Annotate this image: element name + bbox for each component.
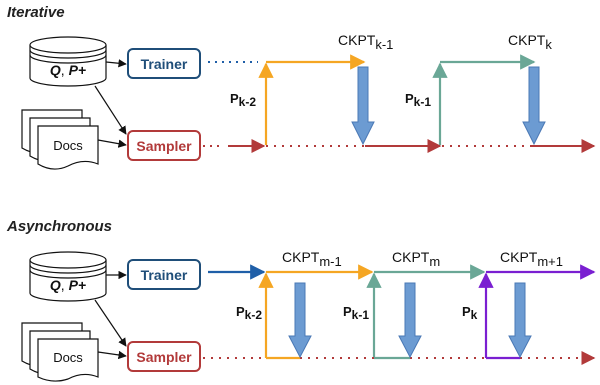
- arrow-db-to-trainer-iterative: [105, 59, 127, 68]
- ckpt-label-async-1: CKPTm-1: [282, 249, 342, 269]
- checkpoint-down-arrow-async-1: [288, 282, 312, 359]
- ckpt-label-iterative-1: CKPTk-1: [338, 32, 393, 52]
- database-label-async: Q, P+: [50, 277, 86, 293]
- docs-icon-iterative: [21, 109, 99, 170]
- p-label-async-3: Pk: [462, 304, 478, 322]
- sampler-box-async: [127, 341, 201, 372]
- trainer-label-async: Trainer: [141, 267, 188, 283]
- checkpoint-down-arrow-async-2: [398, 282, 422, 359]
- docs-label-async: Docs: [53, 350, 83, 365]
- p-label-iterative-1: Pk-2: [230, 91, 256, 109]
- ckpt-label-async-2: CKPTm: [392, 249, 440, 269]
- p-label-async-1: Pk-2: [236, 304, 262, 322]
- trainer-box-async: [127, 259, 201, 290]
- arrow-docs-to-sampler-async: [97, 350, 127, 360]
- database-label-iterative: Q, P+: [50, 62, 86, 78]
- checkpoint-down-arrow-async-3: [508, 282, 532, 359]
- docs-label-iterative: Docs: [53, 138, 83, 153]
- sampler-label-iterative: Sampler: [136, 138, 192, 154]
- p-label-async-2: Pk-1: [343, 304, 369, 322]
- p-label-iterative-2: Pk-1: [405, 91, 431, 109]
- section-title-asynchronous: Asynchronous: [6, 218, 112, 235]
- trainer-label-iterative: Trainer: [141, 56, 188, 72]
- sampler-label-async: Sampler: [136, 349, 192, 365]
- arrow-db-to-sampler-async: [94, 299, 127, 347]
- orange-update-arrow-iterative: [258, 54, 366, 145]
- checkpoint-down-arrow-iterative-2: [522, 66, 546, 146]
- docs-icon-async: [21, 322, 99, 382]
- arrow-db-to-sampler-iterative: [94, 85, 127, 135]
- ckpt-label-async-3: CKPTm+1: [500, 249, 563, 269]
- teal-update-arrow-iterative: [432, 54, 536, 145]
- arrow-docs-to-sampler-iterative: [97, 139, 127, 148]
- section-title-iterative: Iterative: [7, 4, 65, 21]
- ckpt-label-iterative-2: CKPTk: [508, 32, 552, 52]
- sampler-box-iterative: [127, 130, 201, 161]
- database-icon-async: [29, 251, 107, 302]
- checkpoint-down-arrow-iterative-1: [351, 66, 375, 146]
- trainer-box-iterative: [127, 48, 201, 79]
- database-icon-iterative: [29, 36, 107, 87]
